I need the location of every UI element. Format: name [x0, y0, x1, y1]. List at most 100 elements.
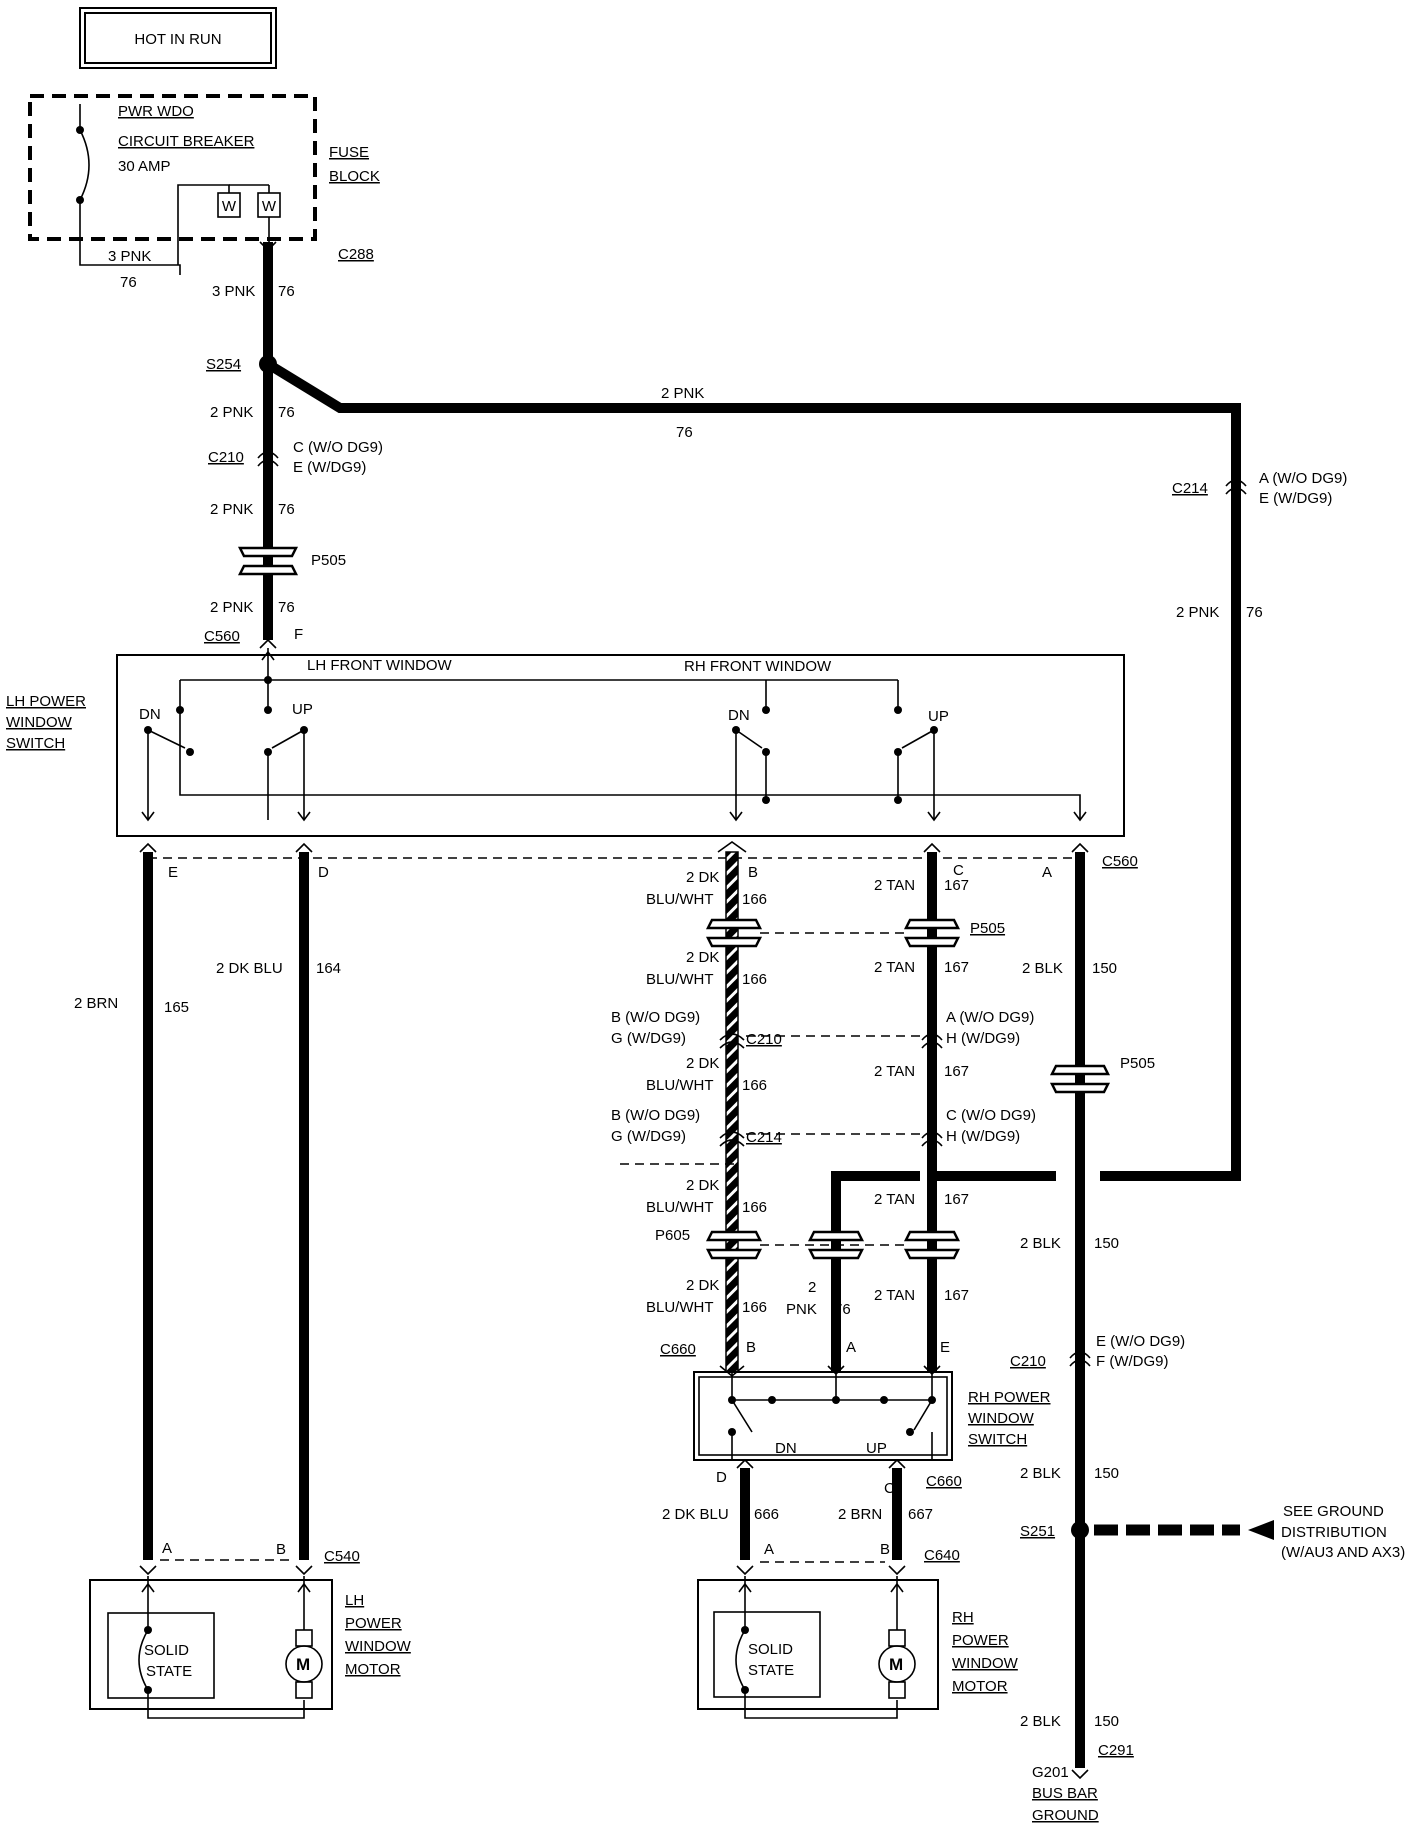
rh-motor-m: M: [889, 1655, 903, 1674]
rh-blk-4: 2 BLK: [1020, 1713, 1061, 1730]
rh-motor-brn: 2 BRN: [838, 1506, 882, 1523]
circuit-breaker-icon: [79, 104, 181, 275]
rh-dkbluwht-5b: BLU/WHT: [646, 1299, 714, 1316]
c210-rh-right-1: A (W/O DG9): [946, 1009, 1034, 1026]
hot-in-run-label: HOT IN RUN: [134, 31, 221, 48]
rh-pin-c: C: [953, 862, 964, 879]
rh-blk-4c: 150: [1094, 1713, 1119, 1730]
splice-s251: [1071, 1521, 1089, 1539]
rh-tan-1c: 167: [944, 877, 969, 894]
rh-dkbluwht-3c: 166: [742, 1077, 767, 1094]
fuse-block-label-1: FUSE: [329, 144, 369, 161]
rh-tan-2: 2 TAN: [874, 959, 915, 976]
feed-76-c: 76: [278, 501, 295, 518]
c210-feed-label: C210: [208, 449, 244, 466]
rh-switch-label-3: SWITCH: [968, 1431, 1027, 1448]
rh-tan-5: 2 TAN: [874, 1287, 915, 1304]
c214-rh-right-1: C (W/O DG9): [946, 1107, 1036, 1124]
c210-feed-connector: [257, 451, 279, 467]
dk-blu-wht-wire: [725, 851, 739, 1373]
feed-76-b: 76: [278, 404, 295, 421]
c214-feed-pins-2: E (W/DG9): [1259, 490, 1332, 507]
rh-dkbluwht-3b: BLU/WHT: [646, 1077, 714, 1094]
rh-sw-pin-b: B: [746, 1339, 756, 1356]
lh-front-window-label: LH FRONT WINDOW: [307, 657, 453, 674]
rh-dkbluwht-4b: BLU/WHT: [646, 1199, 714, 1216]
rh-motor-pin-a: A: [764, 1541, 774, 1558]
rh-dkbluwht-1b: BLU/WHT: [646, 891, 714, 908]
rh-blk-3: 2 BLK: [1020, 1465, 1061, 1482]
rh-power-window-switch: [693, 1371, 953, 1461]
hot-in-run-box: HOT IN RUN: [79, 7, 277, 69]
rh-motor-wires: [736, 1458, 906, 1576]
lh-motor-m: M: [296, 1655, 310, 1674]
lh-motor-brush-top: [295, 1629, 313, 1647]
c214-rh-left-2: G (W/DG9): [611, 1128, 686, 1145]
rh-sw-pin-d: D: [716, 1469, 727, 1486]
feed-76-d: 76: [278, 599, 295, 616]
rh-dkbluwht-4a: 2 DK: [686, 1177, 719, 1194]
lh-switch-dn-2: DN: [728, 707, 750, 724]
lh-brn-circuit: 165: [164, 999, 189, 1016]
rh-pnk-2: 2: [808, 1279, 816, 1296]
rh-pin-b: B: [748, 864, 758, 881]
c210-rh-right-2: H (W/DG9): [946, 1030, 1020, 1047]
lh-motor-label-4: MOTOR: [345, 1661, 401, 1678]
rh-dkbluwht-2a: 2 DK: [686, 949, 719, 966]
lh-motor-state: STATE: [146, 1663, 192, 1680]
rh-pnk-circuit: 76: [834, 1301, 851, 1318]
rh-feed-2pnk: 2 PNK: [1176, 604, 1219, 621]
c214-feed-label: C214: [1172, 480, 1208, 497]
p505-rh-label: P505: [970, 920, 1005, 937]
feed-3pnk: 3 PNK: [212, 283, 255, 300]
c210-feed-pins-1: C (W/O DG9): [293, 439, 383, 456]
c210-rh-label: C210: [746, 1031, 782, 1048]
lh-switch-label-3: SWITCH: [6, 735, 65, 752]
p605-label: P605: [655, 1227, 690, 1244]
rh-motor-dkblu: 2 DK BLU: [662, 1506, 729, 1523]
c210-blk-pins-1: E (W/O DG9): [1096, 1333, 1185, 1350]
breaker-line2: CIRCUIT BREAKER: [118, 133, 255, 150]
lh-switch-up-1: UP: [292, 701, 313, 718]
rh-dkbluwht-1a: 2 DK: [686, 869, 719, 886]
rh-motor-label-2: POWER: [952, 1632, 1009, 1649]
rh-blk-2: 2 BLK: [1020, 1235, 1061, 1252]
rh-tan-1: 2 TAN: [874, 877, 915, 894]
lh-switch-label-1: LH POWER: [6, 693, 86, 710]
feed-2pnk-c: 2 PNK: [210, 599, 253, 616]
rh-switch-label-1: RH POWER: [968, 1389, 1051, 1406]
p505-feed: [237, 546, 299, 576]
rh-dkbluwht-3a: 2 DK: [686, 1055, 719, 1072]
rh-tan-4: 2 TAN: [874, 1191, 915, 1208]
feed-76-rh: 76: [676, 424, 693, 441]
c214-rh-label: C214: [746, 1129, 782, 1146]
c210-blk-pins-2: F (W/DG9): [1096, 1353, 1169, 1370]
c560-bottom-label: C560: [1102, 853, 1138, 870]
rh-sw-up: UP: [866, 1440, 887, 1457]
s254-label: S254: [206, 356, 241, 373]
rh-motor-dkblu-c: 666: [754, 1506, 779, 1523]
rh-motor-state: STATE: [748, 1662, 794, 1679]
c640-label: C640: [924, 1547, 960, 1564]
c214-rh-left-1: B (W/O DG9): [611, 1107, 700, 1124]
c214-rh-right-2: H (W/DG9): [946, 1128, 1020, 1145]
lh-dkblu-circuit: 164: [316, 960, 341, 977]
lh-brn-label: 2 BRN: [74, 995, 118, 1012]
rh-tan-2c: 167: [944, 959, 969, 976]
see-ground-1: SEE GROUND: [1283, 1503, 1384, 1520]
rh-blk-1: 2 BLK: [1022, 960, 1063, 977]
s251-label: S251: [1020, 1523, 1055, 1540]
feed-wire-lh: [237, 241, 1241, 1181]
c660-top-label: C660: [660, 1341, 696, 1358]
rh-switch-label-2: WINDOW: [968, 1410, 1035, 1427]
inner-wire-label: 3 PNK: [108, 248, 151, 265]
rh-sw-pin-c: C: [884, 1480, 895, 1497]
c291-label: C291: [1098, 1742, 1134, 1759]
rh-front-window-label: RH FRONT WINDOW: [684, 658, 832, 675]
rh-motor-brn-c: 667: [908, 1506, 933, 1523]
rh-dkbluwht-1c: 166: [742, 891, 767, 908]
c540-label: C540: [324, 1548, 360, 1565]
breaker-line1: PWR WDO: [118, 103, 194, 120]
rh-motor-pin-b: B: [880, 1541, 890, 1558]
